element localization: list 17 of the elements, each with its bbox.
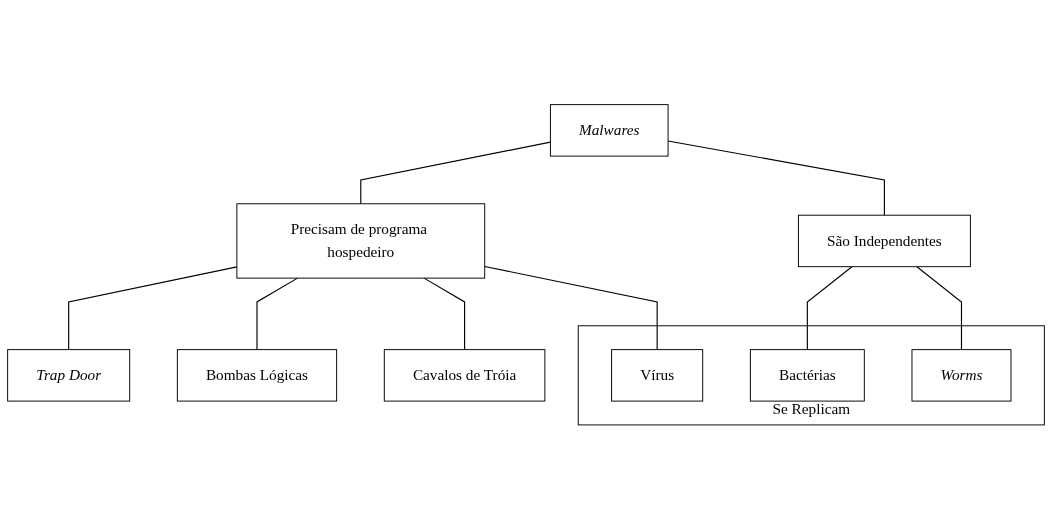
- node-box: Cavalos de Tróia: [383, 348, 546, 402]
- connector: [667, 140, 885, 216]
- connector: [423, 277, 466, 350]
- node-box: Trap Door: [7, 348, 131, 402]
- node-box: São Independentes: [797, 214, 971, 267]
- node-box: Precisam de programa hospedeiro: [236, 203, 486, 279]
- node-box: Malwares: [549, 103, 669, 157]
- connector: [68, 265, 238, 350]
- node-box: Vírus: [611, 348, 704, 402]
- node-box: Worms: [911, 348, 1012, 402]
- connector: [806, 265, 853, 350]
- connector: [256, 277, 299, 350]
- node-box: Bombas Lógicas: [176, 348, 338, 402]
- connector: [360, 141, 551, 205]
- connector: [916, 265, 963, 350]
- connector: [484, 265, 658, 350]
- node-box: Bactérias: [749, 348, 865, 402]
